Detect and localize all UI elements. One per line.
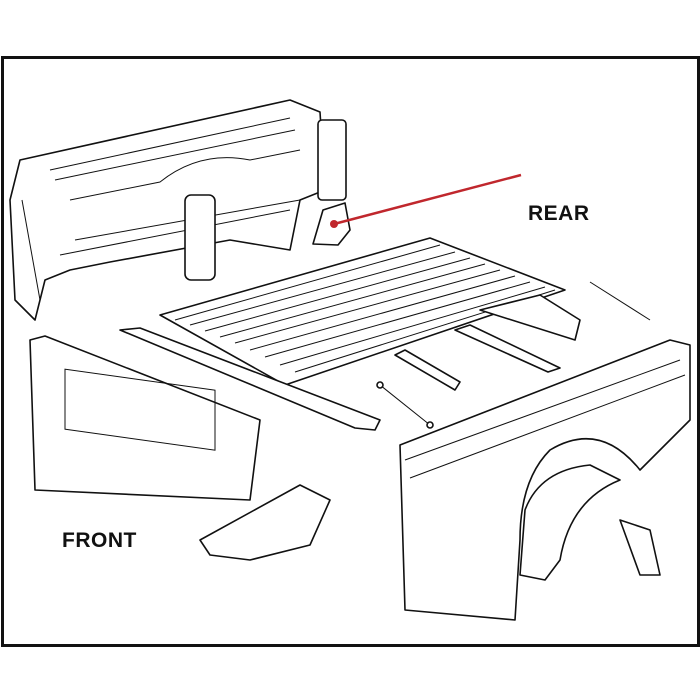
- floor-side-rail: [119, 327, 381, 431]
- left-bed-side: [29, 335, 261, 501]
- bed-floor: [159, 237, 566, 386]
- front-floor-bracket: [199, 484, 331, 561]
- callout-dot: [330, 220, 338, 228]
- diagram-frame: [1, 56, 700, 647]
- crossmembers: [376, 281, 651, 429]
- front-label: FRONT: [62, 529, 137, 552]
- right-bed-side: [399, 339, 691, 621]
- front-bed-panel: [9, 99, 347, 321]
- rear-label: REAR: [528, 202, 590, 225]
- callout-line: [333, 173, 522, 226]
